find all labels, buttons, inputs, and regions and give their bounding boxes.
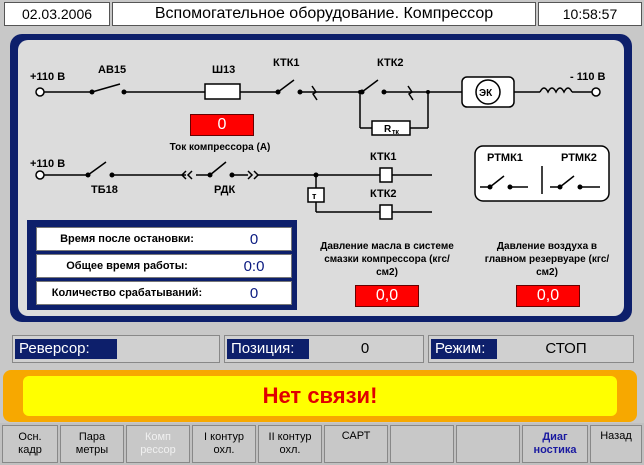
header-date: 02.03.2006 xyxy=(4,2,110,26)
compressor-button[interactable]: Комп рессор xyxy=(126,425,190,463)
label-rtmk2: РТМК2 xyxy=(561,152,597,164)
sart-button[interactable]: САРТ xyxy=(324,425,388,463)
mode-status: Режим: СТОП xyxy=(428,335,634,363)
label-ktk1-top: КТК1 xyxy=(273,57,300,69)
info-label: Общее время работы: xyxy=(66,260,188,272)
diagnostics-button[interactable]: Диаг ностика xyxy=(522,425,588,463)
reversor-value xyxy=(117,339,217,359)
header-bar: 02.03.2006 Вспомогательное оборудование.… xyxy=(0,0,644,28)
alarm-banner: Нет связи! xyxy=(3,370,637,422)
label-ktk2-top: КТК2 xyxy=(377,57,404,69)
label-av15: АВ15 xyxy=(98,64,126,76)
info-row-total-time: Общее время работы: 0:0 xyxy=(36,254,292,278)
info-value: 0 xyxy=(249,230,259,248)
main-frame-button[interactable]: Осн. кадр xyxy=(2,425,58,463)
empty-button-2[interactable] xyxy=(456,425,520,463)
label-minus110: - 110 В xyxy=(570,71,606,83)
function-button-bar: Осн. кадр Пара метры Комп рессор I конту… xyxy=(0,423,644,465)
label-sh13: Ш13 xyxy=(212,64,235,76)
info-label: Время после остановки: xyxy=(60,233,194,245)
label-plus110-top: +110 В xyxy=(30,71,65,83)
reversor-label: Реверсор: xyxy=(15,339,117,359)
page-title: Вспомогательное оборудование. Компрессор xyxy=(112,2,536,26)
label-rtmk1: РТМК1 xyxy=(487,152,523,164)
cooling-circuit-1-button[interactable]: I контур охл. xyxy=(192,425,256,463)
compressor-current-value: 0 xyxy=(190,114,254,136)
alarm-text: Нет связи! xyxy=(23,376,617,416)
info-row-trip-count: Количество срабатываний: 0 xyxy=(36,281,292,305)
label-plus110-bottom: +110 В xyxy=(30,158,65,170)
parameters-button[interactable]: Пара метры xyxy=(60,425,124,463)
header-time: 10:58:57 xyxy=(538,2,642,26)
counters-panel: Время после остановки: 0 Общее время раб… xyxy=(27,220,297,310)
air-pressure-value: 0,0 xyxy=(516,285,580,307)
mode-value: СТОП xyxy=(545,340,587,357)
position-label: Позиция: xyxy=(227,339,309,359)
cooling-circuit-2-button[interactable]: II контур охл. xyxy=(258,425,322,463)
label-t-block: т xyxy=(312,191,317,201)
air-pressure-label: Давление воздуха в главном резервуаре (к… xyxy=(484,241,610,278)
back-button[interactable]: Назад xyxy=(590,425,642,463)
empty-button-1[interactable] xyxy=(390,425,454,463)
mode-label: Режим: xyxy=(431,339,497,359)
position-status: Позиция: 0 xyxy=(224,335,424,363)
oil-pressure-value: 0,0 xyxy=(355,285,419,307)
label-rtk: R xyxy=(384,124,392,135)
info-value: 0 xyxy=(249,284,259,302)
info-label: Количество срабатываний: xyxy=(51,287,203,299)
label-ktk1-coil: КТК1 xyxy=(370,151,397,163)
position-value: 0 xyxy=(360,340,370,357)
oil-pressure-label: Давление масла в системе смазки компресс… xyxy=(320,241,454,278)
info-row-time-after-stop: Время после остановки: 0 xyxy=(36,227,292,251)
label-rdk: РДК xyxy=(214,184,235,196)
compressor-schematic: +110 В АВ15 Ш13 КТК1 КТК2 ЭК R тк - 110 … xyxy=(30,57,610,220)
label-ktk2-coil: КТК2 xyxy=(370,188,397,200)
info-value: 0:0 xyxy=(243,257,265,275)
label-tb18: ТБ18 xyxy=(91,184,118,196)
reversor-status: Реверсор: xyxy=(12,335,220,363)
label-ek: ЭК xyxy=(479,88,493,99)
compressor-current-label: Ток компрессора (А) xyxy=(169,142,271,153)
label-rtk-sub: тк xyxy=(392,129,399,136)
